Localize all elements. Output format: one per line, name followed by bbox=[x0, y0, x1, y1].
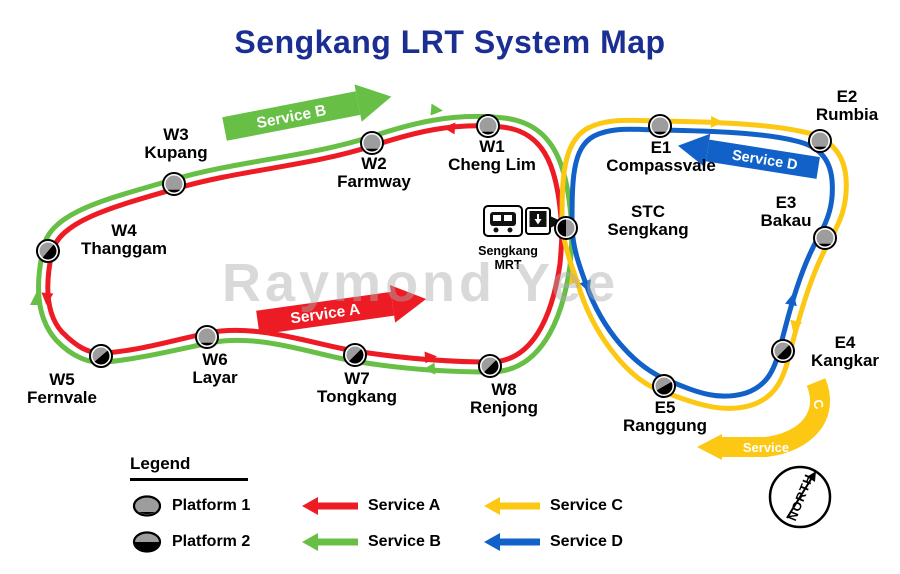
station-marker-w8 bbox=[473, 349, 507, 383]
station-label-e1: E1 Compassvale bbox=[606, 138, 716, 176]
platform1-icon bbox=[130, 494, 172, 518]
station-marker-w7 bbox=[338, 338, 372, 372]
station-label-w5: W5 Fernvale bbox=[27, 370, 97, 408]
platform2-icon bbox=[130, 530, 172, 554]
service-a-arrow: Service A bbox=[256, 284, 427, 335]
station-marker-e2 bbox=[808, 129, 832, 153]
station-name: Renjong bbox=[470, 398, 538, 418]
station-label-w8: W8 Renjong bbox=[470, 380, 538, 418]
direction-arrow-service-a bbox=[442, 121, 456, 135]
station-code: W4 bbox=[111, 221, 137, 240]
station-marker-w3 bbox=[162, 172, 186, 196]
station-code: W3 bbox=[163, 125, 189, 144]
service-d-legend-label: Service D bbox=[550, 533, 623, 550]
train-icon bbox=[483, 205, 523, 237]
station-label-w1: W1 Cheng Lim bbox=[448, 137, 536, 175]
station-marker-w6 bbox=[195, 325, 219, 349]
station-label-e5: E5 Ranggung bbox=[622, 398, 708, 436]
legend-grid: Platform 1 Service A Service C Platform … bbox=[130, 494, 666, 554]
station-name: Fernvale bbox=[27, 388, 97, 408]
station-code: E4 bbox=[834, 333, 856, 352]
station-label-w2: W2 Farmway bbox=[337, 154, 411, 192]
direction-arrow-service-b bbox=[422, 362, 436, 376]
compass-needle bbox=[786, 475, 814, 519]
service-b-legend-icon bbox=[302, 533, 368, 551]
service-c-legend-icon bbox=[484, 497, 550, 515]
station-label-e2: E2 Rumbia bbox=[815, 87, 879, 125]
station-code: W6 bbox=[202, 350, 228, 369]
compass: NORTH bbox=[768, 465, 832, 529]
mrt-label-line2: MRT bbox=[494, 258, 522, 273]
station-label-w7: W7 Tongkang bbox=[317, 369, 397, 407]
station-name: Rumbia bbox=[815, 105, 879, 125]
station-name: Cheng Lim bbox=[448, 155, 536, 175]
station-label-w4: W4 Thanggam bbox=[81, 221, 167, 259]
legend-heading: Legend bbox=[130, 454, 248, 481]
mrt-interchange-icons bbox=[483, 205, 563, 237]
station-name: Compassvale bbox=[606, 156, 716, 176]
station-label-e3: E3 Bakau bbox=[760, 193, 812, 231]
station-label-w3: W3 Kupang bbox=[144, 125, 208, 163]
station-label-e4: E4 Kangkar bbox=[810, 333, 880, 371]
station-name: Thanggam bbox=[81, 239, 167, 259]
station-name: Farmway bbox=[337, 172, 411, 192]
station-code: E2 bbox=[836, 87, 858, 106]
service-d-legend-icon bbox=[484, 533, 550, 551]
service-c-arrow: Service C bbox=[697, 378, 830, 460]
station-code: W7 bbox=[344, 369, 370, 388]
station-name: Kupang bbox=[144, 143, 208, 163]
station-code: STC bbox=[631, 202, 665, 221]
page-title: Sengkang LRT System Map bbox=[234, 24, 666, 60]
service-c-legend-label: Service C bbox=[550, 497, 623, 514]
station-name: Bakau bbox=[760, 211, 812, 231]
station-code: E3 bbox=[775, 193, 797, 212]
station-marker-e3 bbox=[813, 226, 837, 250]
station-code: E1 bbox=[650, 138, 672, 157]
direction-arrow-service-b bbox=[430, 103, 444, 117]
station-code: W8 bbox=[491, 380, 517, 399]
station-marker-stc bbox=[554, 216, 578, 240]
platform2-label: Platform 2 bbox=[172, 533, 251, 550]
station-marker-e1 bbox=[648, 114, 672, 138]
station-code: E5 bbox=[654, 398, 676, 417]
station-marker-w5 bbox=[84, 339, 118, 373]
mrt-interchange-label: Sengkang MRT bbox=[478, 244, 538, 273]
service-c-arrow-word: Service bbox=[743, 440, 789, 455]
station-code: W2 bbox=[361, 154, 387, 173]
station-marker-w1 bbox=[476, 114, 500, 138]
service-b-arrow: Service B bbox=[222, 84, 392, 141]
transfer-icon bbox=[525, 207, 551, 235]
station-name: Ranggung bbox=[622, 416, 708, 436]
station-name: Tongkang bbox=[317, 387, 397, 407]
service-a-legend-label: Service A bbox=[368, 497, 441, 514]
mrt-label-line1: Sengkang bbox=[478, 244, 538, 258]
service-a-legend-icon bbox=[302, 497, 368, 515]
station-label-w6: W6 Layar bbox=[192, 350, 238, 388]
station-marker-w2 bbox=[360, 131, 384, 155]
direction-arrow-service-c bbox=[710, 115, 724, 129]
station-name: Kangkar bbox=[810, 351, 880, 371]
station-code: W5 bbox=[49, 370, 75, 389]
legend: Legend Platform 1 Service A Service bbox=[130, 454, 666, 554]
station-code: W1 bbox=[479, 137, 505, 156]
service-b-legend-label: Service B bbox=[368, 533, 441, 550]
station-name: Layar bbox=[192, 368, 238, 388]
station-label-stc: STC Sengkang bbox=[607, 202, 689, 240]
platform1-label: Platform 1 bbox=[172, 497, 251, 514]
station-name: Sengkang bbox=[607, 220, 689, 240]
